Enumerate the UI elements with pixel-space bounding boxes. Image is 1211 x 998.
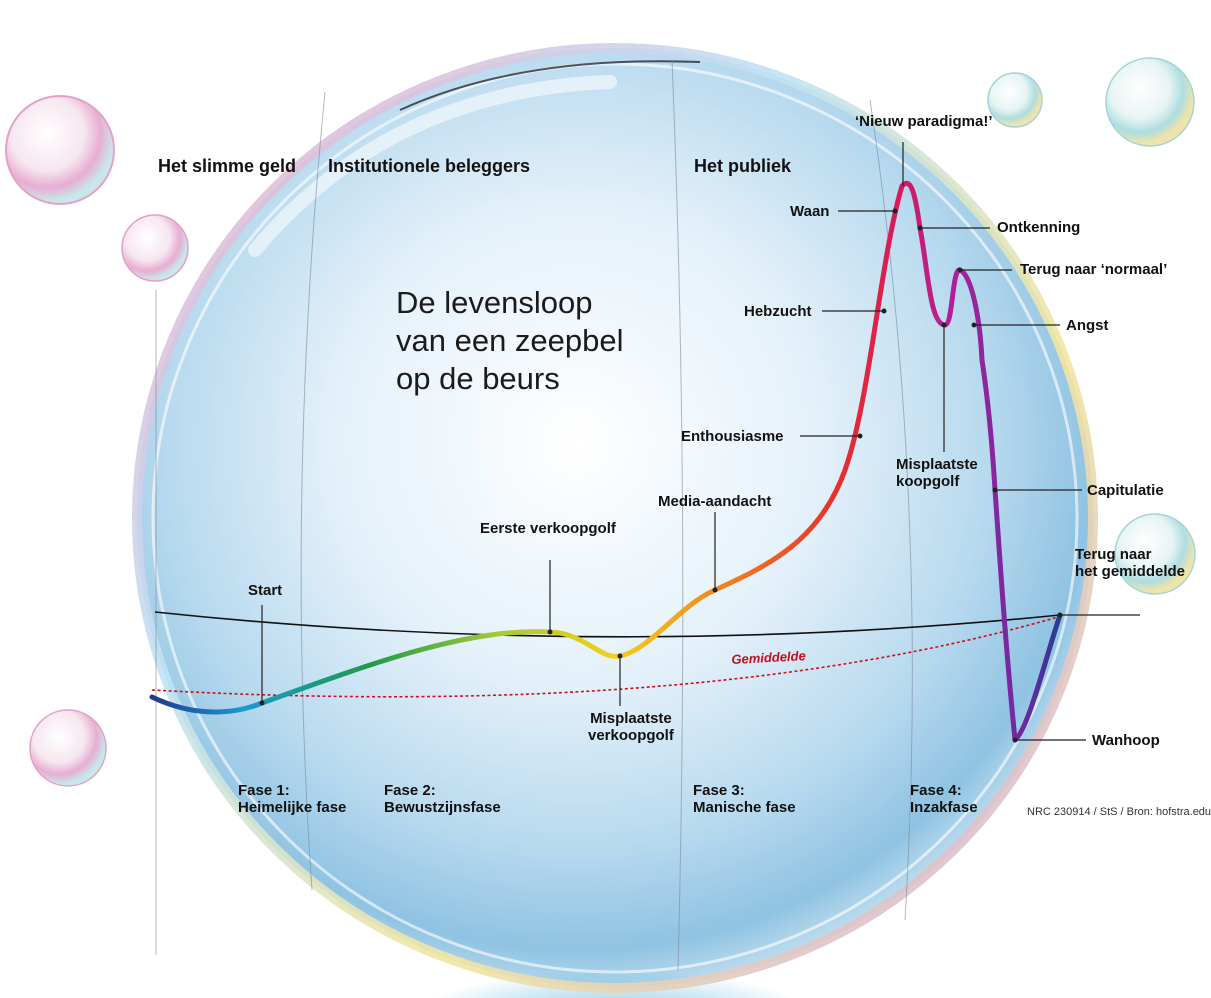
label-line: Misplaatste xyxy=(896,456,978,473)
small-bubble-top-right xyxy=(1105,57,1195,147)
phase-divider-3 xyxy=(671,59,684,971)
title-line: De levensloop xyxy=(396,285,593,320)
marker-denial xyxy=(917,225,923,231)
small-bubble-bottom-left xyxy=(29,709,107,787)
phase-3: Fase 3: Manische fase xyxy=(693,782,796,816)
marker-start xyxy=(259,700,265,706)
source-credit: NRC 230914 / StS / Bron: hofstra.edu xyxy=(1027,806,1211,818)
phase-divider-2 xyxy=(300,91,326,891)
horizon-line xyxy=(154,611,1061,638)
bubble-highlight xyxy=(248,75,617,257)
marker-fear xyxy=(971,322,977,328)
marker-media xyxy=(712,587,718,593)
label-despair: Wanhoop xyxy=(1092,732,1160,749)
phase-dividers xyxy=(155,59,913,971)
label-fear: Angst xyxy=(1066,317,1109,334)
average-line xyxy=(151,616,1059,698)
label-misplaced-buy-wave: Misplaatste koopgolf xyxy=(896,456,978,490)
leader-lines xyxy=(261,142,1140,741)
phase-name: Bewustzijnsfase xyxy=(384,799,501,816)
small-bubble-left xyxy=(121,214,189,282)
label-enthusiasm: Enthousiasme xyxy=(681,428,784,445)
label-misplaced-sell-wave: Misplaatste verkoopgolf xyxy=(588,710,674,744)
phase-number: Fase 3: xyxy=(693,782,745,799)
marker-greed xyxy=(881,308,887,314)
phase-name: Manische fase xyxy=(693,799,796,816)
label-line: verkoopgolf xyxy=(588,727,674,744)
curve-markers xyxy=(259,208,1063,743)
phase-number: Fase 2: xyxy=(384,782,436,799)
title-line: op de beurs xyxy=(396,361,560,396)
small-bubble-right xyxy=(1114,513,1196,595)
marker-enthusiasm xyxy=(857,433,863,439)
bubble-rim-inner xyxy=(151,62,1079,974)
label-back-to-mean: Terug naar het gemiddelde xyxy=(1075,546,1185,580)
phase-number: Fase 4: xyxy=(910,782,962,799)
group-institutional: Institutionele beleggers xyxy=(328,156,531,176)
bubble-body xyxy=(137,48,1093,988)
label-line: Misplaatste xyxy=(590,710,672,727)
label-line: koopgolf xyxy=(896,473,960,490)
label-greed: Hebzucht xyxy=(744,303,812,320)
label-delusion: Waan xyxy=(790,203,830,220)
group-smart-money: Het slimme geld xyxy=(158,156,297,176)
label-denial: Ontkenning xyxy=(997,219,1081,236)
label-capitulation: Capitulatie xyxy=(1087,482,1164,499)
marker-back-to-mean xyxy=(1057,612,1063,618)
bubble-top-edge xyxy=(399,60,701,111)
phase-1: Fase 1: Heimelijke fase xyxy=(238,782,346,816)
marker-first-sell-wave xyxy=(547,629,553,635)
bubble-rim xyxy=(132,43,1098,993)
phase-divider-4 xyxy=(869,99,913,921)
marker-delusion xyxy=(892,208,898,214)
phase-2: Fase 2: Bewustzijnsfase xyxy=(384,782,501,816)
marker-despair xyxy=(1012,737,1018,743)
label-media-attention: Media-aandacht xyxy=(658,493,772,510)
label-new-paradigm: ‘Nieuw paradigma!’ xyxy=(855,113,993,130)
label-line: het gemiddelde xyxy=(1075,563,1186,580)
marker-back-to-normal xyxy=(957,267,963,273)
phase-name: Inzakfase xyxy=(910,799,978,816)
title-line: van een zeepbel xyxy=(396,323,624,358)
label-first-sell-wave: Eerste verkoopgolf xyxy=(480,520,616,537)
phase-4: Fase 4: Inzakfase xyxy=(910,782,978,816)
phase-name: Heimelijke fase xyxy=(238,799,347,816)
marker-misplaced-buy-wave xyxy=(941,322,947,328)
page-title: De levensloop van een zeepbel op de beur… xyxy=(396,284,624,398)
group-public: Het publiek xyxy=(694,156,792,176)
small-bubble-top-middle xyxy=(987,72,1043,128)
small-bubbles xyxy=(5,57,1196,787)
small-bubble-top-left xyxy=(5,95,115,205)
label-line: Terug naar xyxy=(1075,546,1152,563)
phase-number: Fase 1: xyxy=(238,782,290,799)
marker-capitulation xyxy=(992,487,998,493)
label-start: Start xyxy=(248,582,283,599)
marker-misplaced-sell-wave xyxy=(617,653,623,659)
label-back-to-normal: Terug naar ‘normaal’ xyxy=(1020,261,1168,278)
